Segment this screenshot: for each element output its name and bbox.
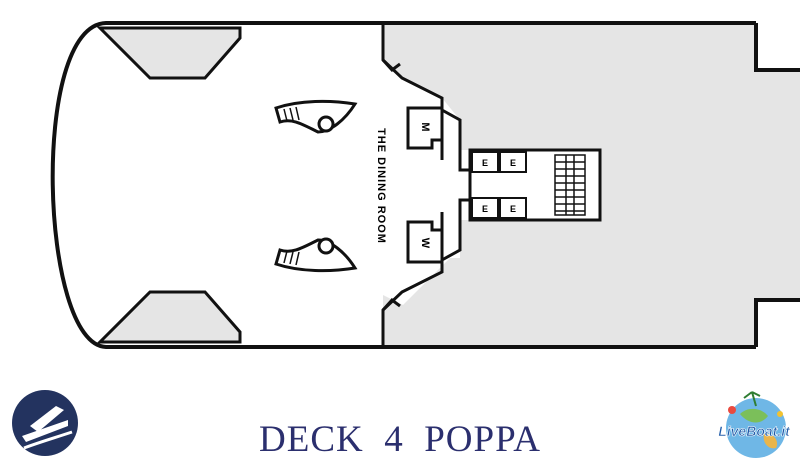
hull-outline	[50, 21, 800, 349]
elevator-label: E	[510, 204, 516, 214]
dining-room-label: THE DINING ROOM	[375, 128, 387, 244]
cruise-line-logo	[12, 390, 78, 456]
men-restroom-label: M	[419, 122, 431, 131]
wall-notch-top	[381, 58, 401, 73]
elevator-shafts	[471, 151, 527, 219]
deck-title: DECK 4 POPPA	[259, 419, 541, 460]
women-restroom	[406, 220, 444, 264]
curved-staircase-bottom	[274, 237, 358, 273]
men-restroom	[406, 106, 444, 150]
wall-notch-bottom	[381, 297, 401, 312]
corner-lounge-top	[96, 26, 242, 80]
liveboat-logo-text: LiveBoat.it	[718, 423, 791, 439]
restricted-area	[383, 23, 800, 347]
staircase	[554, 154, 586, 216]
elevator-label: E	[482, 204, 488, 214]
elevator-label: E	[510, 158, 516, 168]
liveboat-logo: LiveBoat.it	[718, 391, 791, 458]
women-restroom-label: W	[419, 238, 431, 249]
curved-staircase-top	[274, 99, 358, 134]
corner-lounge-bottom	[96, 290, 242, 344]
elevator-label: E	[482, 158, 488, 168]
